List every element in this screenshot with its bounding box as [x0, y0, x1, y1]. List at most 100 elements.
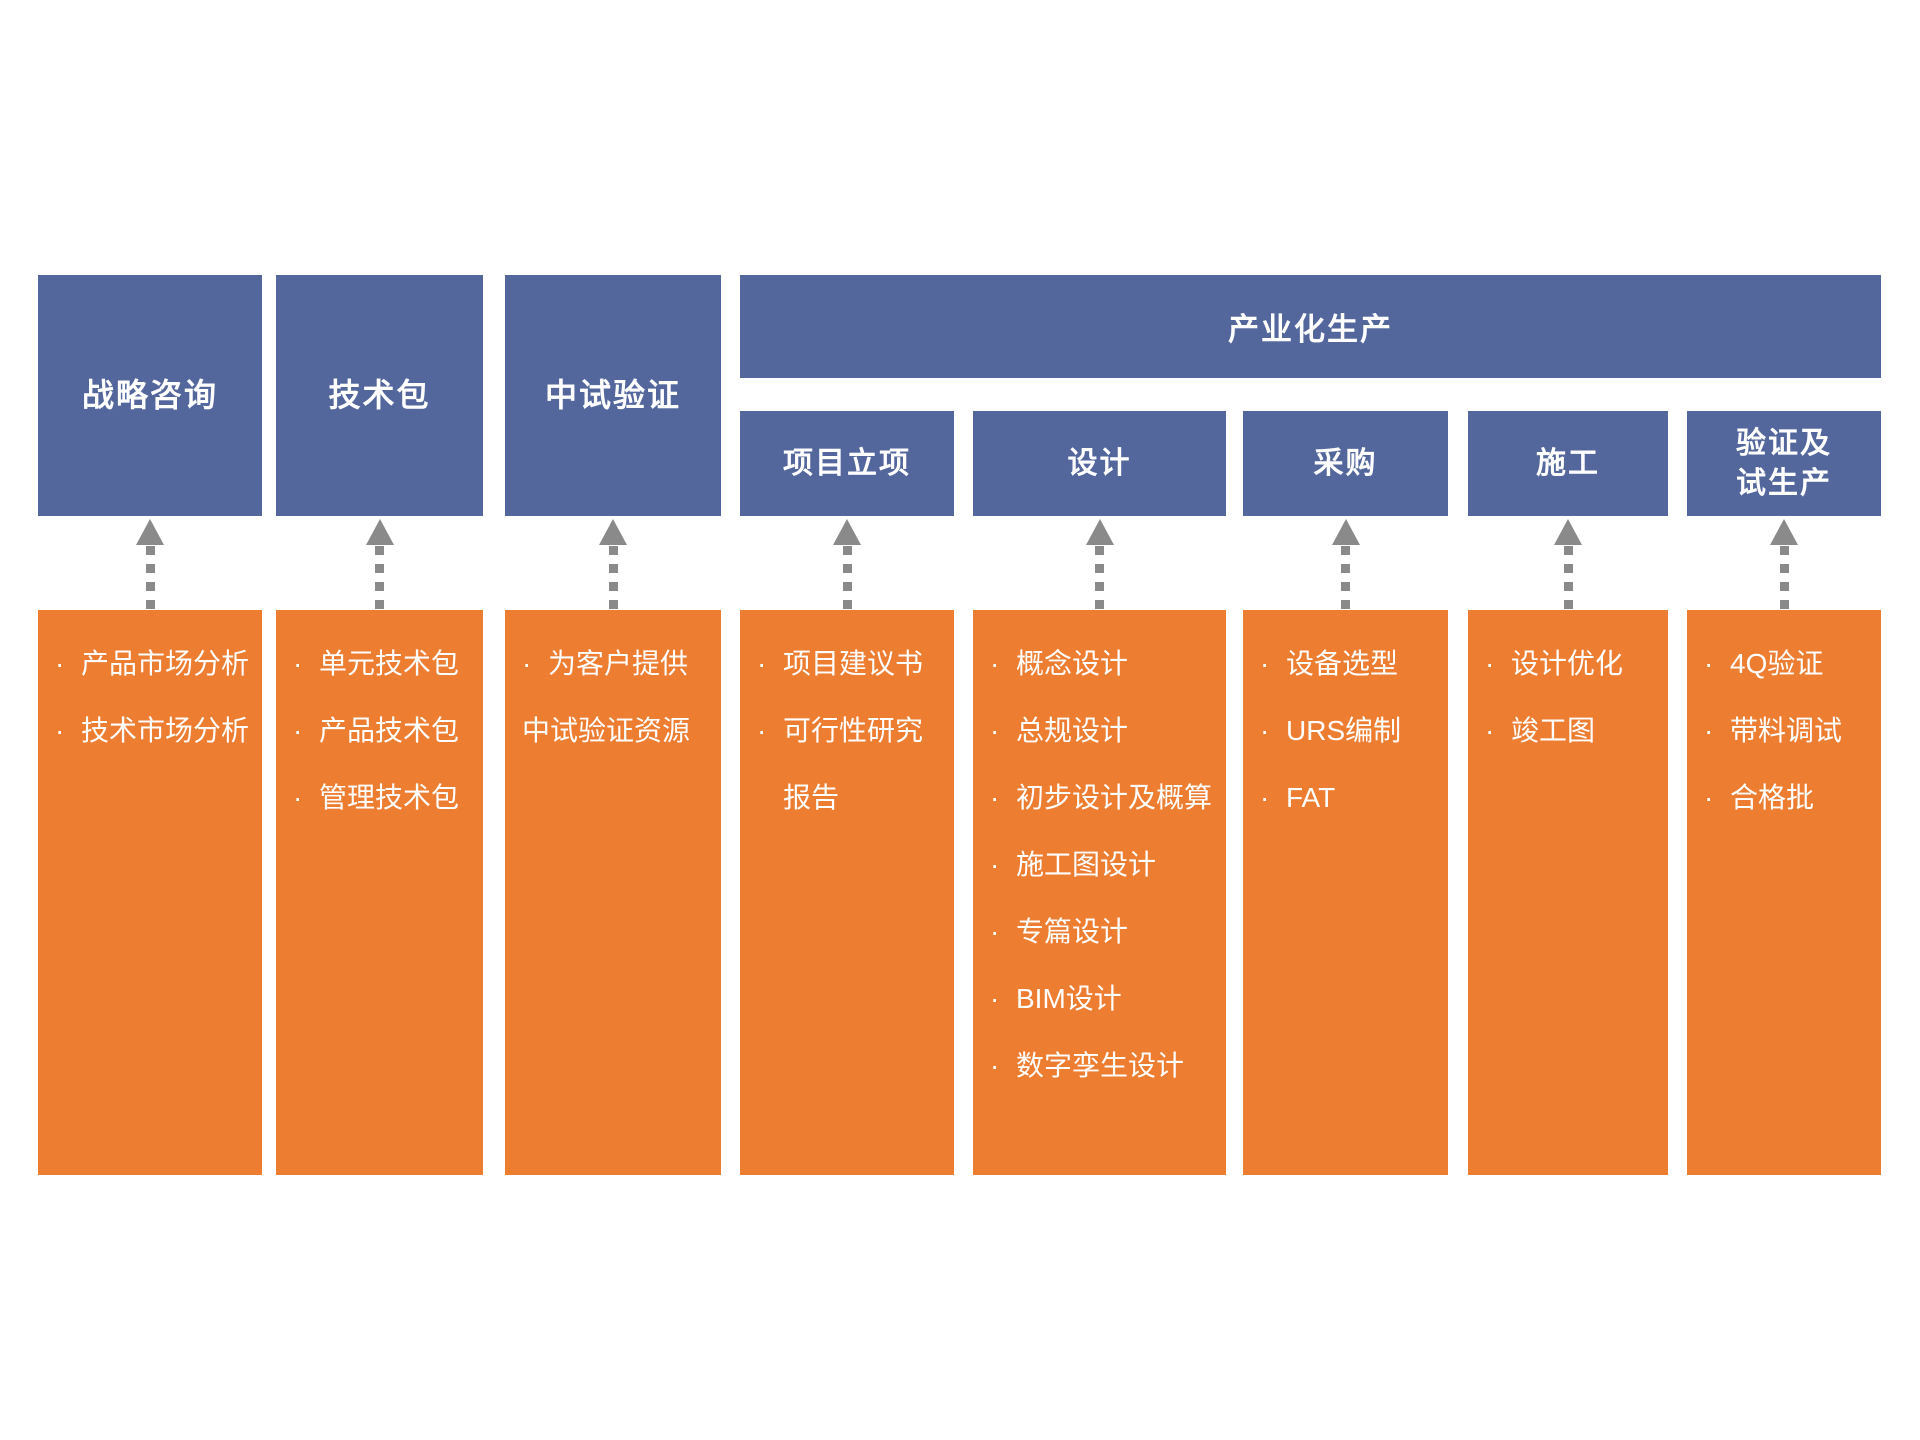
arrow-head: [365, 519, 394, 545]
stage-header-label: 技术包: [328, 377, 431, 414]
arrow-shaft: [842, 546, 852, 610]
bullet-dot: ·: [293, 648, 303, 679]
list-item: · 为客户提供: [522, 630, 717, 697]
bullet-dot: ·: [990, 849, 1000, 880]
list-item: · FAT: [1260, 764, 1444, 831]
bullet-dot: ·: [55, 715, 65, 746]
bullet-dot: ·: [1260, 648, 1270, 679]
bullet-dot: ·: [1485, 648, 1495, 679]
stage-header-construction: 施工: [1468, 411, 1668, 516]
item-text: BIM设计: [1016, 983, 1122, 1014]
stage-items-strategy-consulting: · 产品市场分析 · 技术市场分析: [38, 610, 262, 1175]
list-item: · BIM设计: [990, 965, 1222, 1032]
list-item: · 竣工图: [1485, 697, 1664, 764]
list-item: · 报告: [757, 764, 950, 831]
bullet-dot: ·: [293, 782, 303, 813]
bullet-dot: ·: [1704, 648, 1714, 679]
item-text: 总规设计: [1016, 715, 1129, 746]
bullet-dot: ·: [1260, 782, 1270, 813]
stage-header-label: 采购: [1313, 446, 1378, 480]
bullet-dot: ·: [1704, 715, 1714, 746]
stage-header-verification-trial-production: 验证及 试生产: [1687, 411, 1881, 516]
dotted-up-arrow-icon: [1769, 519, 1799, 610]
item-text: URS编制: [1286, 715, 1402, 746]
arrow-shaft: [1095, 546, 1104, 610]
industrialization-banner-label: 产业化生产: [1228, 312, 1393, 347]
bullet-dot: ·: [990, 983, 1000, 1014]
arrow-head: [1554, 519, 1582, 545]
item-text: 中试验证资源: [522, 715, 691, 746]
bullet-dot: ·: [990, 1050, 1000, 1081]
stage-header-label: 中试验证: [544, 377, 681, 414]
item-text: 专篇设计: [1016, 916, 1129, 947]
stage-header-design: 设计: [973, 411, 1226, 516]
stage-items-design: · 概念设计 · 总规设计 · 初步设计及概算 · 施工图设计 · 专篇设计 ·…: [973, 610, 1226, 1175]
item-text: 产品市场分析: [81, 648, 250, 679]
stage-items-procurement: · 设备选型 · URS编制 · FAT: [1243, 610, 1448, 1175]
item-text: 为客户提供: [548, 648, 689, 679]
dotted-up-arrow-icon: [1085, 519, 1115, 610]
item-text: 报告: [783, 782, 840, 813]
column-strategy-consulting: 战略咨询 · 产品市场分析 · 技术市场分析: [38, 0, 262, 1440]
item-text: 单元技术包: [319, 648, 460, 679]
column-project-initiation: 项目立项 · 项目建议书 · 可行性研究 · 报告: [740, 0, 954, 1440]
item-text: 初步设计及概算: [1016, 782, 1213, 813]
arrow-head: [136, 519, 164, 545]
list-item: · 总规设计: [990, 697, 1222, 764]
stage-header-label: 施工: [1536, 446, 1600, 480]
item-text: 带料调试: [1730, 715, 1843, 746]
list-item: · 施工图设计: [990, 831, 1222, 898]
stage-items-verification-trial-production: · 4Q验证 · 带料调试 · 合格批: [1687, 610, 1881, 1175]
stage-header-strategy-consulting: 战略咨询: [38, 275, 262, 516]
list-item: · 专篇设计: [990, 898, 1222, 965]
stage-items-project-initiation: · 项目建议书 · 可行性研究 · 报告: [740, 610, 954, 1175]
stage-items-pilot-verification: · 为客户提供 · 中试验证资源: [505, 610, 721, 1175]
list-item: · 数字孪生设计: [990, 1032, 1222, 1099]
arrow-head: [1331, 519, 1360, 545]
bullet-dot: ·: [990, 648, 1000, 679]
column-technology-package: 技术包 · 单元技术包 · 产品技术包 · 管理技术包: [276, 0, 483, 1440]
dotted-up-arrow-icon: [832, 519, 862, 610]
list-item: · 产品市场分析: [55, 630, 258, 697]
item-text: 产品技术包: [319, 715, 460, 746]
item-text: 4Q验证: [1730, 648, 1824, 679]
list-item: · 产品技术包: [293, 697, 479, 764]
arrow-shaft: [375, 546, 384, 610]
column-pilot-verification: 中试验证 · 为客户提供 · 中试验证资源: [505, 0, 721, 1440]
list-item: · 概念设计: [990, 630, 1222, 697]
bullet-dot: ·: [990, 916, 1000, 947]
stage-header-label: 项目立项: [783, 446, 911, 480]
bullet-dot: ·: [55, 648, 65, 679]
column-verification-trial-production: 验证及 试生产 · 4Q验证 · 带料调试 · 合格批: [1687, 0, 1881, 1440]
list-item: · 技术市场分析: [55, 697, 258, 764]
item-text: 概念设计: [1016, 648, 1129, 679]
item-text: 合格批: [1730, 782, 1815, 813]
list-item: · 管理技术包: [293, 764, 479, 831]
item-text: 施工图设计: [1016, 849, 1157, 880]
item-text: 管理技术包: [319, 782, 460, 813]
bullet-dot: ·: [757, 648, 767, 679]
list-item: · URS编制: [1260, 697, 1444, 764]
item-text: 设备选型: [1286, 648, 1399, 679]
dotted-up-arrow-icon: [1553, 519, 1583, 610]
arrow-head: [833, 519, 861, 545]
list-item: · 设备选型: [1260, 630, 1444, 697]
bullet-dot: ·: [990, 715, 1000, 746]
item-text: 数字孪生设计: [1016, 1050, 1185, 1081]
stage-items-technology-package: · 单元技术包 · 产品技术包 · 管理技术包: [276, 610, 483, 1175]
list-item: · 合格批: [1704, 764, 1877, 831]
item-text: 可行性研究: [783, 715, 924, 746]
bullet-dot: ·: [1485, 715, 1495, 746]
arrow-shaft: [1779, 546, 1789, 610]
column-procurement: 采购 · 设备选型 · URS编制 · FAT: [1243, 0, 1448, 1440]
stage-header-pilot-verification: 中试验证: [505, 275, 721, 516]
industrialization-banner: 产业化生产: [740, 275, 1881, 378]
arrow-shaft: [145, 546, 155, 610]
stage-header-label: 验证及 试生产: [1736, 426, 1832, 500]
item-text: 竣工图: [1511, 715, 1596, 746]
column-construction: 施工 · 设计优化 · 竣工图: [1468, 0, 1668, 1440]
stage-items-construction: · 设计优化 · 竣工图: [1468, 610, 1668, 1175]
bullet-dot: ·: [522, 648, 532, 679]
arrow-head: [1085, 519, 1114, 545]
arrow-shaft: [608, 546, 618, 610]
